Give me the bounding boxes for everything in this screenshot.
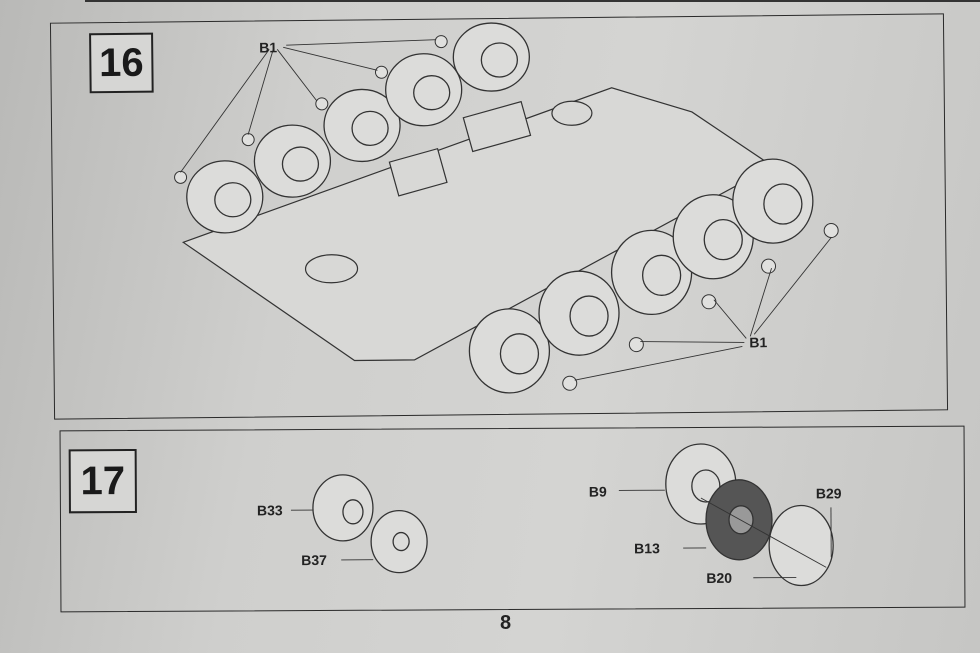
hull-wheels-diagram: [174, 22, 839, 394]
road-wheels-left: [186, 22, 530, 234]
label-b37: B37: [301, 551, 327, 569]
label-b9: B9: [588, 483, 607, 500]
step-17-panel: 17 B33 B37 B9 B13 B20 B29: [59, 425, 966, 613]
label-b20: B20: [706, 569, 733, 586]
label-b13: B13: [634, 540, 660, 557]
label-b1-bottom: B1: [749, 334, 768, 351]
road-wheels-right: [468, 158, 814, 394]
hatch-oval: [304, 254, 359, 284]
leader-lines: [180, 39, 832, 381]
wheel-assembly-diagram: [290, 443, 834, 587]
label-b29: B29: [815, 485, 842, 502]
step-16-panel: 16: [49, 13, 949, 420]
page-number: 8: [500, 612, 512, 634]
label-leaders: [290, 489, 832, 579]
top-border-line: [85, 0, 980, 2]
cap-b20: [768, 504, 834, 587]
label-b1-top: B1: [259, 39, 278, 56]
hub-caps: [174, 35, 839, 391]
label-b33: B33: [256, 502, 283, 519]
